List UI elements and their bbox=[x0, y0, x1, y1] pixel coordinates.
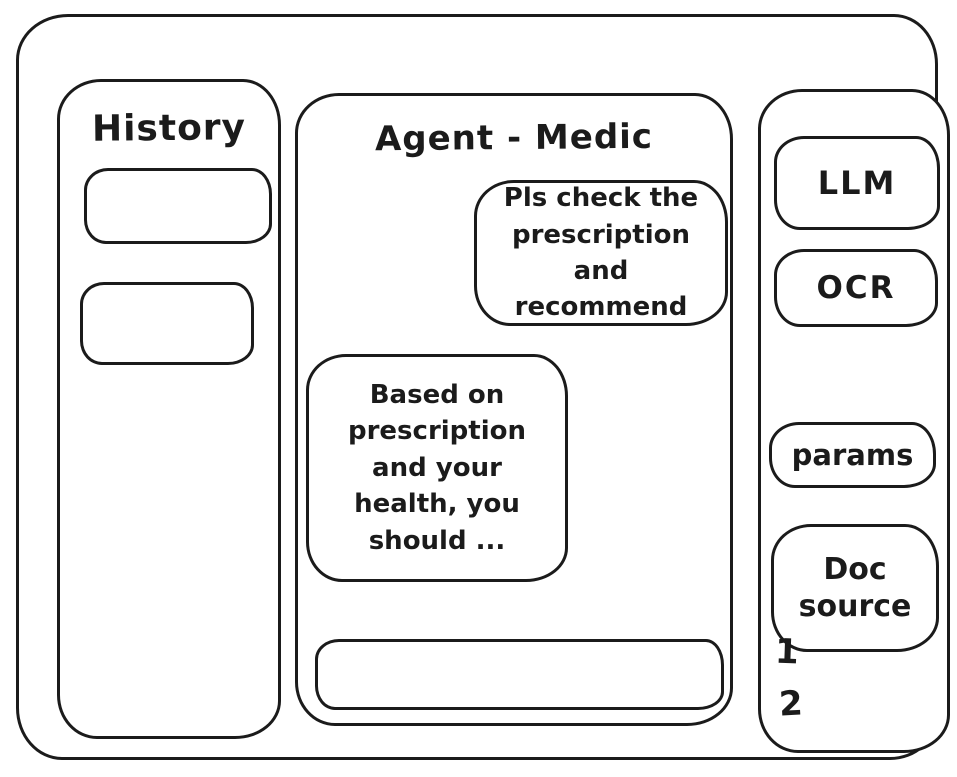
chat-panel: Agent - Medic Pls check the prescription… bbox=[295, 93, 733, 726]
ocr-button[interactable]: OCR bbox=[774, 249, 938, 327]
history-item[interactable] bbox=[80, 282, 254, 365]
chat-input[interactable] bbox=[315, 639, 724, 710]
history-panel: History bbox=[57, 79, 281, 739]
tools-panel: LLM OCR params Doc source 1 2 bbox=[758, 89, 950, 753]
assistant-message-bubble: Based on prescription and your health, y… bbox=[306, 354, 568, 582]
params-button[interactable]: params bbox=[769, 422, 936, 488]
history-title: History bbox=[91, 107, 247, 150]
history-item[interactable] bbox=[84, 168, 272, 244]
user-message-bubble: Pls check the prescription and recommend bbox=[474, 180, 728, 326]
doc-source-item[interactable]: 2 bbox=[777, 683, 804, 725]
llm-button[interactable]: LLM bbox=[774, 136, 940, 230]
doc-source-button[interactable]: Doc source bbox=[771, 524, 939, 652]
chat-title: Agent - Medic bbox=[374, 116, 654, 160]
app-window: History Agent - Medic Pls check the pres… bbox=[16, 14, 950, 760]
doc-source-item[interactable]: 1 bbox=[774, 631, 800, 673]
